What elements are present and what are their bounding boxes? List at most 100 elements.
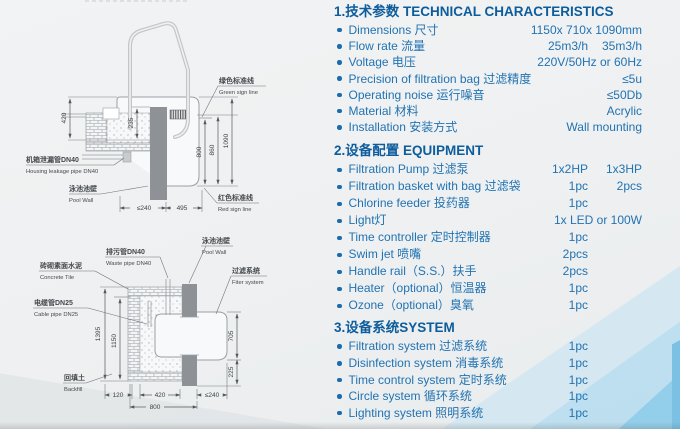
label-housing-leakage-pipe-en: Housing leakage pipe DN40 [26, 169, 98, 175]
bullet-icon [337, 235, 342, 241]
label-waste-pipe-en: Waste pipe DN40 [106, 261, 151, 267]
bullet-icon [337, 394, 342, 399]
section-technical-characteristics: 1.技术参数 TECHNICAL CHARACTERISTICS Dimensi… [334, 2, 678, 135]
spec-value-col1: 25m3/h [547, 39, 588, 54]
dimension-lines [103, 288, 239, 409]
spec-row-dimensions: Dimensions 尺寸 1150x 710x 1090mm [334, 22, 678, 38]
spec-value-col2: 220V/50Hz or 60Hz [537, 55, 642, 70]
bullet-icon [337, 108, 342, 114]
spec-value-col1: 1pc [568, 298, 588, 313]
spec-label: Filtration Pump 过滤泵 [348, 162, 469, 177]
section-title-system: 3.设备系统SYSTEM [334, 320, 455, 336]
dim-235: 235 [128, 117, 135, 128]
spec-value-col1: 1pc [568, 230, 588, 245]
spec-value-col1: 2pcs [562, 247, 588, 262]
label-backfill-zh: 回填土 [64, 373, 85, 382]
spec-row-light: Light灯 1x LED or 100W [334, 212, 678, 229]
spec-row-installation: Installation 安装方式 Wall mounting [334, 119, 678, 135]
label-concrete-tile-zh: 砖砌素面水泥 [40, 261, 82, 270]
outlet-grille [169, 109, 187, 120]
weir-box [102, 107, 120, 120]
bullet-icon [337, 125, 342, 130]
spec-row-chlorine-feeder: Chlorine feeder 投药器 1pc [334, 195, 678, 212]
spec-value-col2: 2pcs [616, 179, 642, 194]
label-backfill-en: Backfill [64, 387, 82, 393]
pool-wall-bar [150, 107, 167, 200]
brick-top-band [127, 286, 183, 297]
spec-label: Handle rail（S.S.）扶手 [348, 264, 477, 279]
brick-base-strip [85, 142, 153, 152]
installation-diagram-side-view: 420 235 800 860 1090 ≤240 495 绿色标准线 Gree… [26, 0, 266, 213]
bullet-icon [337, 344, 342, 349]
label-housing-leakage-pipe-zh: 机箱泄漏管DN40 [26, 155, 79, 164]
spec-value-col2: 1150x 710x 1090mm [530, 23, 642, 37]
spec-label: Filtration basket with bag 过滤袋 [348, 179, 521, 194]
spec-value-col1: 1pc [568, 356, 588, 371]
bullet-icon [337, 201, 342, 207]
spec-row-swim-jet: Swim jet 喷嘴 2pcs [334, 246, 678, 263]
dim-120: 120 [113, 392, 124, 399]
spec-value-col1: 1x2HP [551, 162, 588, 177]
dim-705: 705 [228, 330, 235, 341]
spec-row-operating-noise: Operating noise 运行噪音 ≤50Db [334, 87, 678, 103]
spec-label: Time controller 定时控制器 [348, 230, 491, 245]
spec-value-col2: Acrylic [606, 104, 642, 119]
label-pool-wall-zh: 泳池池壁 [202, 236, 230, 245]
dim-1395: 1395 [95, 326, 102, 341]
spec-label: Chlorine feeder 投药器 [348, 196, 470, 211]
spec-label: Heater（optional）恒温器 [348, 281, 487, 296]
spec-row-disinfection-system: Disinfection system 消毒系统 1pc [334, 355, 678, 372]
leakage-pipe-elbow [122, 151, 132, 163]
bullet-icon [337, 252, 342, 258]
label-green-sign-line-zh: 绿色标准线 [219, 76, 254, 85]
brick-bottom-band [127, 371, 183, 382]
bullet-icon [337, 410, 342, 416]
spec-row-handle-rail: Handle rail（S.S.）扶手 2pcs [334, 263, 678, 280]
spec-value-col2: 35m3/h [601, 39, 642, 54]
spec-label: Swim jet 喷嘴 [348, 247, 422, 262]
brick-left-column [127, 295, 141, 373]
spec-label: Ozone（optional）臭氧 [348, 298, 474, 313]
bullet-icon [337, 60, 342, 65]
label-red-sign-line-en: Red sign line [218, 207, 252, 213]
label-leaders [33, 245, 267, 384]
spec-value-col2: 1x LED or 100W [553, 213, 642, 228]
dim-800: 800 [196, 146, 203, 157]
label-waste-pipe-zh: 排污管DN40 [106, 247, 145, 256]
section-equipment: 2.设备配置 EQUIPMENT Filtration Pump 过滤泵 1x2… [334, 141, 678, 314]
label-pool-wall-en: Pool Wall [202, 250, 226, 256]
label-pool-wall-zh: 泳池池壁 [69, 184, 97, 193]
spec-label: Filtration system 过滤系统 [348, 339, 488, 354]
spec-label: Voltage 电压 [348, 55, 416, 70]
spec-label: Precision of filtration bag 过滤精度 [348, 71, 532, 86]
extension-lines [68, 96, 238, 212]
label-leaders [26, 85, 266, 204]
spec-row-lighting-system: Lighting system 照明系统 1pc [334, 405, 678, 422]
label-green-sign-line-en: Green sign line [219, 90, 258, 96]
bullet-icon [337, 44, 342, 49]
filter-housing-body [154, 313, 182, 358]
handle-rail-highlight [129, 22, 189, 138]
spec-label: Flow rate 流量 [348, 39, 426, 54]
bullet-icon [337, 361, 342, 366]
spec-row-precision: Precision of filtration bag 过滤精度 ≤5u [334, 71, 678, 87]
dim-420: 420 [61, 112, 68, 123]
dim-800: 800 [150, 404, 161, 411]
bullet-icon [337, 167, 342, 173]
unit-wall-passage [180, 317, 199, 355]
spec-label: Time control system 定时系统 [348, 372, 507, 387]
bullet-icon [337, 184, 342, 190]
label-cable-pipe-en: Cable pipe DN25 [34, 312, 78, 318]
spec-row-time-controller: Time controller 定时控制器 1pc [334, 229, 678, 246]
label-cable-pipe-zh: 电缆管DN25 [34, 298, 73, 307]
spec-row-filtration-pump: Filtration Pump 过滤泵 1x2HP 1x3HP [334, 161, 678, 178]
spec-value-col1: 1pc [568, 339, 588, 354]
spec-value-col1: 1pc [568, 405, 588, 420]
spec-value-col1: 1pc [568, 281, 588, 296]
label-filter-system-en: Fiter system [232, 280, 264, 286]
spec-row-filtration-basket: Filtration basket with bag 过滤袋 1pc 2pcs [334, 178, 678, 195]
spec-row-filtration-system: Filtration system 过滤系统 1pc [334, 338, 678, 355]
dim-420: 420 [155, 392, 166, 399]
dim-240: ≤240 [205, 392, 220, 399]
spec-label: Material 材料 [348, 104, 419, 119]
